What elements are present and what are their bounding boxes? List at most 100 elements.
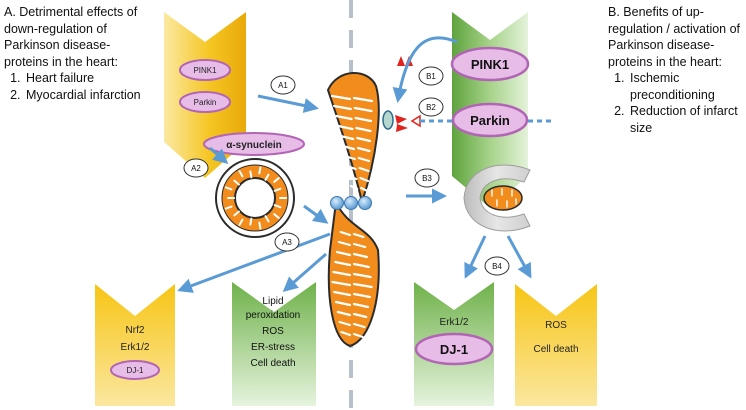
mito-crista xyxy=(356,136,372,143)
cell-death-right-label: Cell death xyxy=(533,344,578,355)
donut-crista xyxy=(273,177,280,183)
donut-crista xyxy=(264,173,270,181)
red-marker-hollow xyxy=(410,114,421,128)
panel-b-heading: B. Benefits of up-regulation / activatio… xyxy=(608,5,741,69)
pink1-large-label: PINK1 xyxy=(471,57,509,72)
arrow-b1 xyxy=(392,36,458,103)
arrow-a2 xyxy=(209,146,229,164)
mito-crista xyxy=(335,114,353,121)
donut-crista xyxy=(238,218,244,226)
alpha-synuclein-label: α-synuclein xyxy=(226,140,282,151)
mito-crista xyxy=(341,144,356,151)
donut-crista xyxy=(249,217,253,226)
fission-ball-right xyxy=(358,196,372,210)
arrow-b4-left xyxy=(464,235,487,279)
central-mitochondrion xyxy=(326,72,380,348)
arrow-a3-left xyxy=(177,232,331,293)
autophagosome xyxy=(463,164,531,232)
erk-left-label: Erk1/2 xyxy=(121,342,150,353)
parkin-large-pill xyxy=(451,102,529,138)
engulfed-mitochondrion xyxy=(483,185,523,211)
lipid-label-1: Lipid xyxy=(262,296,283,307)
mito-crista xyxy=(337,240,352,247)
mito-crista xyxy=(333,290,352,297)
arrow-b4-right xyxy=(506,235,532,279)
pink1-small-label: PINK1 xyxy=(193,66,217,75)
marker-b4: B4 xyxy=(492,262,502,271)
mito-crista xyxy=(343,154,356,161)
mito-crista xyxy=(353,106,373,113)
marker-a2: A2 xyxy=(191,164,201,173)
mito-crista xyxy=(352,272,372,279)
pink1-small-pill xyxy=(179,59,231,81)
mito-crista xyxy=(352,242,367,249)
fission-ball-middle xyxy=(344,196,358,210)
gold-chevron-bottom-right xyxy=(515,284,597,406)
mito-crista xyxy=(339,134,355,141)
donut-crista xyxy=(258,166,262,175)
fission-ball-left xyxy=(330,196,344,210)
marker-a3: A3 xyxy=(282,238,292,247)
mito-crista xyxy=(352,332,364,339)
cell-death-left-label: Cell death xyxy=(250,358,295,369)
mito-crista xyxy=(352,232,365,239)
mito-crista xyxy=(352,292,371,299)
dj1-small-pill xyxy=(110,360,160,380)
mito-crista xyxy=(352,262,370,269)
donut-crista xyxy=(264,215,270,223)
outer-membrane-receptor xyxy=(382,110,394,130)
mito-crista xyxy=(335,250,352,257)
panel-a-heading: A. Detrimental effects of down-regulatio… xyxy=(4,5,138,69)
donut-crista xyxy=(273,204,282,209)
ros-right-label: ROS xyxy=(545,320,567,331)
arrow-a3-middle xyxy=(282,252,327,292)
mito-crista xyxy=(337,124,354,131)
marker-b3: B3 xyxy=(422,174,432,183)
donut-crista xyxy=(224,186,233,191)
mito-crista xyxy=(352,322,366,329)
mito-crista xyxy=(352,282,373,289)
mito-crista xyxy=(332,270,352,277)
donut-crista xyxy=(273,213,280,219)
mito-crista xyxy=(352,252,369,259)
lipid-label-2: peroxidation xyxy=(246,310,300,321)
mito-crista xyxy=(356,146,371,153)
mito-crista xyxy=(352,302,370,309)
mito-crista xyxy=(360,186,369,193)
panel-a-text: A. Detrimental effects of down-regulatio… xyxy=(4,4,154,103)
mito-crista xyxy=(331,280,352,287)
mito-crista xyxy=(334,260,352,267)
parkin-small-pill xyxy=(179,91,231,113)
panel-b-text: B. Benefits of up-regulation / activatio… xyxy=(608,4,744,136)
ros-left-label: ROS xyxy=(262,326,284,337)
mito-crista xyxy=(352,312,368,319)
green-chevron-bottom-middle xyxy=(232,282,316,406)
red-marker-top-1 xyxy=(397,56,405,66)
mito-crista xyxy=(340,330,352,337)
marker-b1: B1 xyxy=(426,72,436,81)
donut-crista xyxy=(238,170,244,178)
red-marker-membrane-2 xyxy=(396,124,408,132)
panel-b-item-ischemic-preconditioning: Ischemic preconditioning xyxy=(628,70,744,103)
mito-crista xyxy=(330,94,352,101)
mito-crista xyxy=(333,104,352,111)
panel-a-item-heart-failure: Heart failure xyxy=(24,70,154,87)
panel-b-item-infarct-size: Reduction of infarct size xyxy=(628,103,744,136)
mito-crista xyxy=(347,174,358,181)
donut-crista xyxy=(224,205,233,210)
marker-a1: A1 xyxy=(278,81,288,90)
er-stress-label: ER-stress xyxy=(251,342,295,353)
nrf2-label: Nrf2 xyxy=(126,325,145,336)
panel-a-item-myocardial-infarction: Myocardial infarction xyxy=(24,87,154,104)
mito-crista xyxy=(345,164,357,171)
mito-crista xyxy=(339,230,352,237)
donut-crista xyxy=(233,210,240,217)
dj1-large-pill xyxy=(414,332,494,366)
parkin-large-label: Parkin xyxy=(470,113,510,128)
red-marker-membrane-1 xyxy=(395,115,407,124)
mito-crista xyxy=(354,116,373,123)
mito-crista xyxy=(349,184,359,191)
fragmented-mitochondrion xyxy=(215,158,295,238)
mito-crista xyxy=(338,320,352,327)
